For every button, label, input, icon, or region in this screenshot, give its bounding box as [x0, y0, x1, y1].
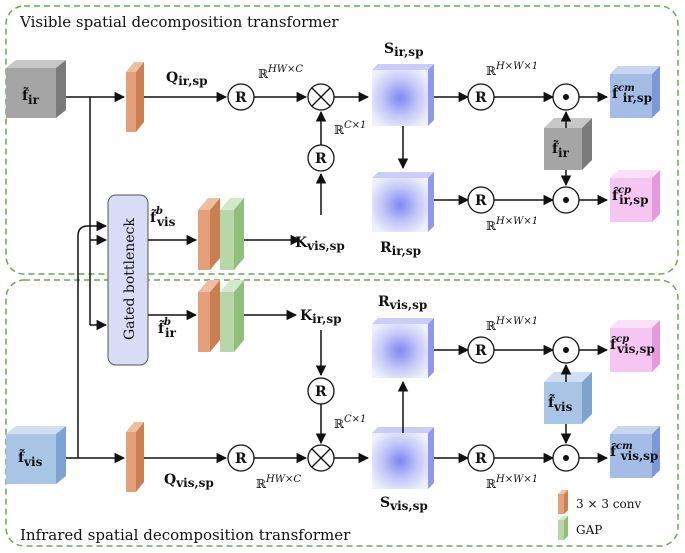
output-f-vis-cm-cube: [610, 426, 660, 478]
r-ir-label: Rir,sp: [380, 240, 421, 258]
legend-gap-label: GAP: [576, 523, 602, 537]
reshape-op-s-ir-label: R: [475, 90, 487, 106]
dim-hw1-mid-bottom: ℝH×W×1: [486, 316, 538, 333]
conv-k-ir: [198, 280, 220, 352]
reshape-op-q-ir-label: R: [235, 90, 247, 106]
r-vis-map: [372, 318, 434, 378]
f-ir-middle-cube: [544, 118, 592, 170]
dim-hwc-bottom: ℝHW×C: [256, 474, 301, 491]
f-vis-middle-cube: [544, 372, 592, 424]
output-f-vis-cp-cube: [610, 320, 660, 372]
dim-hwc-top: ℝHW×C: [258, 64, 303, 81]
bottom-panel-title: Infrared spatial decomposition transform…: [20, 526, 351, 544]
legend-conv-label: 3 × 3 conv: [576, 497, 641, 511]
bottom-panel: [5, 279, 679, 547]
conv-q-vis: [126, 422, 144, 492]
gated-bottleneck-label: Gated bottleneck: [122, 218, 138, 340]
dim-hw1-bottom: ℝH×W×1: [486, 474, 538, 491]
k-ir-label: Kir,sp: [300, 308, 342, 326]
output-f-ir-cm-cube: [610, 66, 660, 118]
s-ir-label: Sir,sp: [384, 41, 423, 59]
k-vis-label: Kvis,sp: [295, 235, 345, 253]
input-f-vis-cube: [6, 426, 66, 484]
legend-gap-swatch: [558, 516, 568, 540]
conv-k-vis: [198, 198, 220, 270]
reshape-op-r-ir-label: R: [475, 193, 487, 209]
s-vis-label: Svis,sp: [380, 495, 428, 513]
gated-bottleneck-box: [107, 194, 149, 366]
q-vis-label: Qvis,sp: [164, 472, 214, 490]
s-ir-map: [372, 64, 434, 126]
output-f-ir-cp-cube: [610, 170, 660, 222]
r-vis-label: Rvis,sp: [378, 294, 427, 312]
gap-k-vis: [220, 198, 244, 270]
reshape-op-q-vis-label: R: [235, 451, 247, 467]
dim-hw1-top: ℝH×W×1: [486, 61, 538, 78]
legend-conv-swatch: [558, 490, 568, 514]
reshape-op-s-vis-label: R: [475, 451, 487, 467]
top-panel-title: Visible spatial decomposition transforme…: [19, 13, 339, 31]
s-vis-map: [372, 427, 434, 489]
gap-k-ir: [220, 280, 244, 352]
dim-c1-top: ℝC×1: [334, 120, 366, 137]
r-ir-map: [372, 172, 434, 232]
dim-c1-bottom: ℝC×1: [334, 414, 366, 431]
input-f-ir-cube: [6, 60, 66, 118]
reshape-op-k-ir-label: R: [315, 384, 327, 400]
reshape-op-k-vis-label: R: [315, 151, 327, 167]
q-ir-label: Qir,sp: [166, 70, 208, 88]
conv-q-ir: [126, 62, 144, 132]
reshape-op-r-vis-label: R: [475, 343, 487, 359]
top-panel: [5, 5, 679, 275]
dim-hw1-mid: ℝH×W×1: [486, 216, 538, 233]
